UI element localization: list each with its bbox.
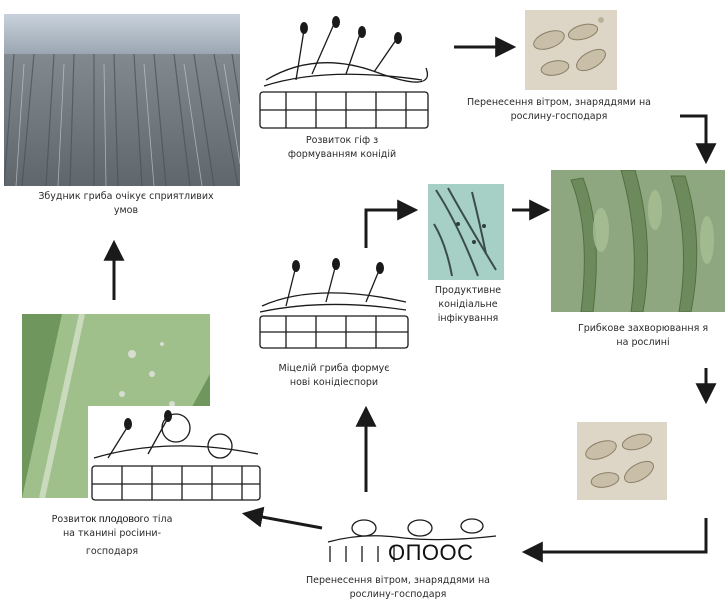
- label-conidial: Продуктивне конідіальне інфікування: [420, 284, 516, 325]
- label-transfer-top: Перенесення вітром, знаряддями на рослин…: [448, 96, 670, 124]
- label-fruit-body: Розвиток плодового тіла на тканині росіи…: [16, 512, 208, 559]
- overlay-text-oopos: ОПООС: [388, 540, 474, 566]
- label-hyphae: Розвиток гіф з формуванням конідій: [262, 134, 422, 162]
- arrow-bottom-left: [526, 518, 706, 552]
- label-field: Збудник гриба очікує сприятливих умов: [8, 190, 244, 218]
- label-transfer-bottom: Перенесення вітром, знаряддями на рослин…: [282, 574, 514, 602]
- arrow-to-conidial: [366, 210, 414, 248]
- arrow-to-fruit-body: [246, 514, 322, 528]
- label-mycelium: Міцелій гриба формує нові конідіеспори: [252, 362, 416, 390]
- label-disease: Грибкове захворювання я на рослині: [558, 322, 728, 350]
- arrow-right-down-1: [680, 116, 706, 160]
